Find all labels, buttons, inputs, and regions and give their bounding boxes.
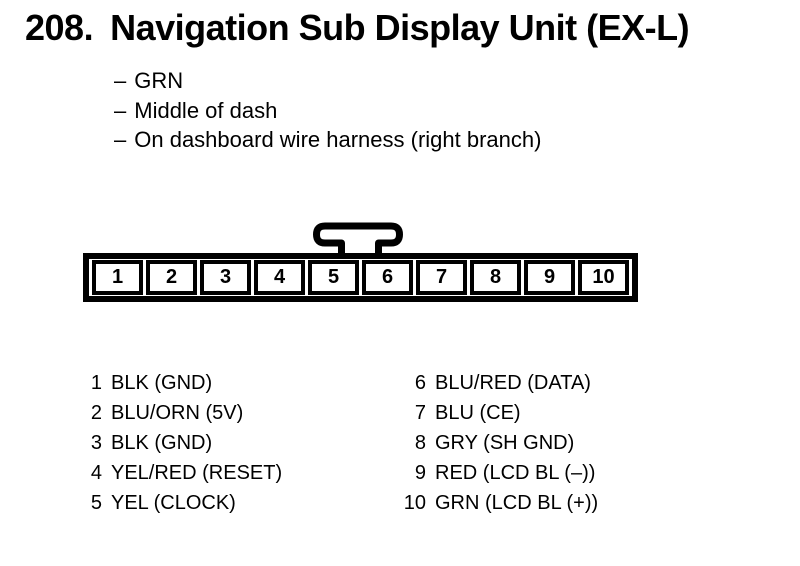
pin-cavity-number: 3 xyxy=(219,266,232,288)
connector-pin: 6 xyxy=(362,260,413,295)
pin-label: BLU/RED (DATA) xyxy=(435,372,591,394)
dash-bullet: – xyxy=(114,68,127,93)
connector-body: 1 2 3 4 5 6 7 8 9 10 xyxy=(83,253,638,302)
page-title-text: Navigation Sub Display Unit (EX-L) xyxy=(110,7,690,48)
pin-label: BLK (GND) xyxy=(111,432,213,454)
note-text: Middle of dash xyxy=(134,97,278,123)
note-item: – On dashboard wire harness (right branc… xyxy=(114,125,541,155)
connector-pin: 3 xyxy=(200,260,251,295)
pin-cavity-number: 7 xyxy=(435,266,448,288)
note-text: On dashboard wire harness (right branch) xyxy=(134,127,542,152)
connector-pin: 7 xyxy=(416,260,467,295)
connector-pin: 5 xyxy=(308,260,359,295)
pin-number: 7 xyxy=(414,402,426,424)
pin-number: 4 xyxy=(90,462,102,484)
notes-list: – GRN – Middle of dash – On dashboard wi… xyxy=(114,66,541,155)
connector-pin: 8 xyxy=(470,260,521,295)
note-item: – GRN xyxy=(114,66,541,96)
pin-number: 8 xyxy=(414,432,426,454)
dash-bullet: – xyxy=(114,97,127,123)
connector-pin: 4 xyxy=(254,260,305,295)
page-title: 208. Navigation Sub Display Unit (EX-L) xyxy=(25,7,690,48)
pin-cavity-number: 1 xyxy=(111,266,124,288)
pin-cavity-number: 6 xyxy=(381,266,394,288)
connector-pin: 2 xyxy=(146,260,197,295)
connector-pin: 9 xyxy=(524,260,575,295)
pin-number: 9 xyxy=(414,462,426,484)
pin-cavity-number: 8 xyxy=(489,266,502,288)
connector-lock-tab-icon xyxy=(313,222,403,257)
note-item: – Middle of dash xyxy=(114,96,541,126)
pin-label: BLK (GND) xyxy=(111,372,213,394)
pin-label: BLU/ORN (5V) xyxy=(111,402,244,424)
pin-label: YEL/RED (RESET) xyxy=(111,462,283,484)
pin-number: 2 xyxy=(90,402,102,424)
pin-cavity-number: 2 xyxy=(165,266,178,288)
connector-pin: 10 xyxy=(578,260,629,295)
pin-number: 6 xyxy=(414,372,426,394)
pin-number: 1 xyxy=(90,372,102,394)
page-title-number: 208. xyxy=(25,7,94,48)
pin-number: 3 xyxy=(90,432,102,454)
pin-number: 10 xyxy=(403,492,426,514)
pinout-left-column: 1 BLK (GND) 2 BLU/ORN (5V) 3 BLK (GND) 4… xyxy=(72,368,282,518)
pin-label: BLU (CE) xyxy=(435,402,521,424)
pinout-right-column: 6 BLU/RED (DATA) 7 BLU (CE) 8 GRY (SH GN… xyxy=(396,368,598,518)
note-text: GRN xyxy=(134,68,184,93)
pin-cavity-number: 5 xyxy=(327,266,340,288)
pin-cavity-number: 9 xyxy=(543,266,556,288)
pin-label: GRY (SH GND) xyxy=(435,432,575,454)
pin-label: RED (LCD BL (–)) xyxy=(435,462,596,484)
connector-pin: 1 xyxy=(92,260,143,295)
pin-label: GRN (LCD BL (+)) xyxy=(435,492,599,514)
dash-bullet: – xyxy=(114,127,127,152)
pin-label: YEL (CLOCK) xyxy=(111,492,236,514)
pin-number: 5 xyxy=(90,492,102,514)
pin-cavity-number: 10 xyxy=(592,266,615,288)
pin-cavity-number: 4 xyxy=(273,266,286,288)
